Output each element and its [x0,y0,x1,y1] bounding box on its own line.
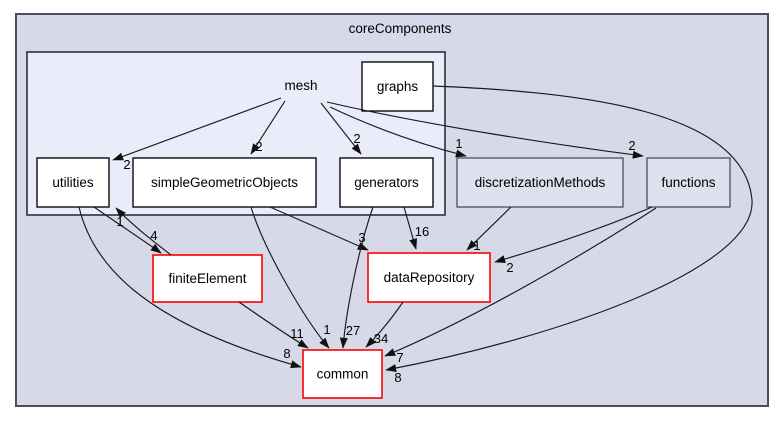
edge-finiteElement-to-utilities [115,207,172,256]
edge-discretizationMethods-to-dataRepository [466,206,512,251]
node-discretizationMethods-box[interactable] [456,157,624,208]
node-functions[interactable]: functions [646,157,731,208]
edge-simpleGeometricObjects-to-common-count[interactable]: 1 [323,322,330,337]
node-simpleGeometricObjects-label: simpleGeometricObjects [151,175,298,190]
edge-utilities-to-common-count[interactable]: 8 [283,346,290,361]
node-common-box[interactable] [302,349,383,399]
node-utilities-label: utilities [52,175,94,190]
edge-mesh-to-generators-count[interactable]: 2 [353,131,360,146]
node-functions-box[interactable] [646,157,731,208]
edge-finiteElement-to-utilities-count[interactable]: 1 [116,214,123,229]
edge-finiteElement-to-common-count[interactable]: 11 [290,326,304,341]
edge-finiteElement-to-common [238,301,309,349]
edge-dataRepository-to-common [365,301,404,348]
node-utilities[interactable]: utilities [36,157,110,208]
edge-generators-to-common-count[interactable]: 27 [346,323,360,338]
edge-mesh-to-simpleGeometricObjects [250,100,286,155]
node-generators-box[interactable] [339,157,434,208]
node-common[interactable]: common [302,349,383,399]
node-graphs-label: graphs [377,79,419,94]
cluster-mesh-label[interactable]: mesh [284,78,317,93]
edge-simpleGeometricObjects-to-dataRepository [269,206,369,251]
edge-mesh-to-discretizationMethods [329,106,467,158]
node-functions-label: functions [661,175,715,190]
node-generators-label: generators [354,175,419,190]
edge-generators-to-dataRepository [403,206,418,250]
edge-mesh-to-discretizationMethods-count[interactable]: 1 [455,136,462,151]
edge-mesh-to-utilities [112,97,282,161]
node-finiteElement[interactable]: finiteElement [152,254,263,303]
edge-utilities-to-finiteElement [93,206,162,254]
edge-mesh-to-functions-count[interactable]: 2 [628,138,635,153]
node-dataRepository[interactable]: dataRepository [367,252,491,303]
cluster-coreComponents-label[interactable]: coreComponents [349,21,452,36]
edge-utilities-to-finiteElement-count[interactable]: 4 [150,228,157,243]
node-discretizationMethods-label: discretizationMethods [475,175,606,190]
node-dataRepository-label: dataRepository [384,270,475,285]
edge-graphs-to-common [385,85,753,373]
edge-graphs-to-common-count[interactable]: 8 [394,370,401,385]
edge-functions-to-common-count[interactable]: 7 [396,350,403,365]
node-common-label: common [317,367,369,382]
edge-discretizationMethods-to-dataRepository-count[interactable]: 1 [473,238,480,253]
node-finiteElement-label: finiteElement [168,271,246,286]
edge-mesh-to-functions [326,101,644,159]
node-generators[interactable]: generators [339,157,434,208]
node-graphs-box[interactable] [361,61,434,112]
edge-generators-to-common [339,206,374,349]
edge-functions-to-dataRepository-count[interactable]: 2 [506,260,513,275]
edge-mesh-to-utilities-count[interactable]: 2 [123,157,130,172]
edge-functions-to-dataRepository [494,206,653,263]
node-utilities-box[interactable] [36,157,110,208]
node-finiteElement-box[interactable] [152,254,263,303]
edge-utilities-to-common [78,206,302,369]
edge-mesh-to-generators [320,102,362,155]
edge-mesh-to-simpleGeometricObjects-count[interactable]: 2 [255,139,262,154]
node-simpleGeometricObjects-box[interactable] [132,157,317,208]
edge-dataRepository-to-common-count[interactable]: 34 [374,331,388,346]
edge-generators-to-dataRepository-count[interactable]: 16 [415,224,429,239]
edge-functions-to-common [384,207,657,357]
node-simpleGeometricObjects[interactable]: simpleGeometricObjects [132,157,317,208]
node-discretizationMethods[interactable]: discretizationMethods [456,157,624,208]
edge-simpleGeometricObjects-to-dataRepository-count[interactable]: 3 [358,230,365,245]
node-graphs[interactable]: graphs [361,61,434,112]
edge-simpleGeometricObjects-to-common [250,206,330,349]
node-dataRepository-box[interactable] [367,252,491,303]
